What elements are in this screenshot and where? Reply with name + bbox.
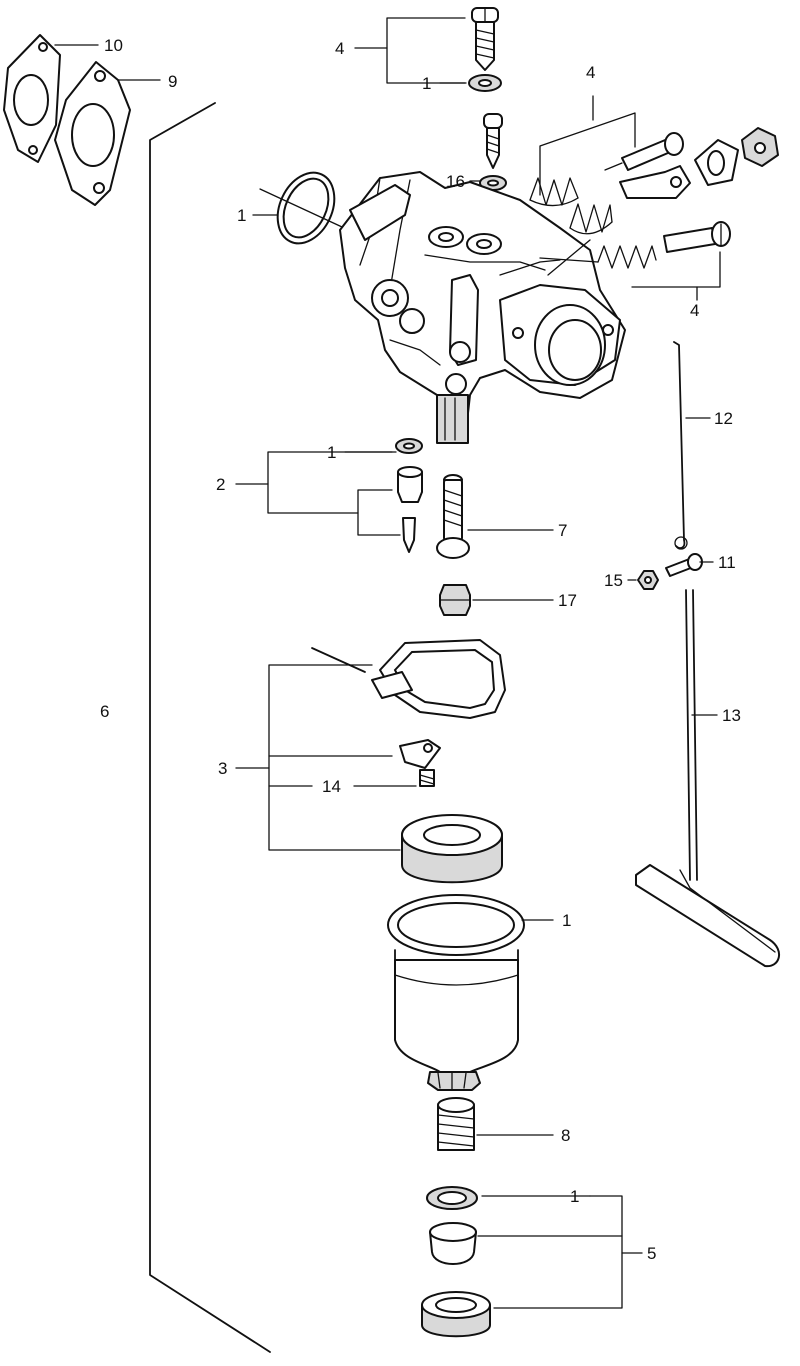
o-ring-top	[276, 171, 336, 245]
callout-14: 14	[322, 777, 341, 796]
drain-nut	[421, 1291, 491, 1338]
washer-bottom	[426, 1186, 478, 1210]
float-clip	[399, 739, 441, 769]
callout-12: 12	[714, 409, 733, 428]
gasket-10	[3, 34, 61, 163]
float-hinge-wire	[311, 647, 366, 673]
mixture-screw	[663, 221, 731, 253]
callout-17: 17	[558, 591, 577, 610]
callout-16: 16	[446, 172, 465, 191]
callout-11: 11	[718, 553, 736, 572]
callout-6: 6	[100, 702, 109, 721]
callout-8: 8	[561, 1126, 570, 1145]
cam-plate	[694, 139, 739, 186]
callout-labels: 10 9 1 4 1 4 16 4 1 2 7 17 12 11 15 6 3 …	[100, 36, 741, 1263]
spring-lower-right	[597, 245, 657, 269]
callout-2: 2	[216, 475, 225, 494]
screw-idle	[483, 113, 503, 169]
callout-4-top: 4	[335, 39, 344, 58]
callout-7: 7	[558, 521, 567, 540]
choke-rod-13	[635, 589, 780, 968]
callout-1-o-ring: 1	[237, 206, 246, 225]
callout-1-washer-top: 1	[422, 74, 431, 93]
gasket-9	[54, 61, 131, 206]
callout-10: 10	[104, 36, 123, 55]
callout-4-right-lower: 4	[690, 301, 699, 320]
callout-1-washer-mid: 1	[327, 443, 336, 462]
callout-9: 9	[168, 72, 177, 91]
callout-13: 13	[722, 706, 741, 725]
callout-1-bowl: 1	[562, 911, 571, 930]
nut-15	[637, 570, 659, 590]
callout-3: 3	[218, 759, 227, 778]
float-bowl	[387, 894, 525, 1091]
screw-14	[419, 769, 435, 787]
callout-15: 15	[604, 571, 623, 590]
throttle-lever	[619, 165, 691, 199]
callout-1-washer-bottom: 1	[570, 1187, 579, 1206]
needle-valve-seat	[397, 466, 423, 503]
spring-middle	[569, 203, 613, 235]
throttle-rod-12	[673, 341, 688, 550]
screw-top	[471, 7, 499, 71]
washer-top	[468, 74, 502, 92]
float-ring	[401, 814, 503, 884]
sediment-cup	[429, 1222, 477, 1265]
hex-nut-top-right	[741, 127, 779, 167]
assembly-bracket-line	[149, 102, 271, 1353]
callout-4-right-upper: 4	[586, 63, 595, 82]
float-pin	[436, 474, 470, 559]
needle-valve	[402, 517, 416, 553]
adjust-screw-11	[665, 553, 703, 577]
throttle-stop-screw	[604, 132, 684, 171]
float-frame	[371, 639, 506, 719]
washer-mid	[395, 438, 423, 454]
carburetor-body	[339, 171, 626, 444]
callout-5: 5	[647, 1244, 656, 1263]
drain-bolt	[437, 1097, 475, 1151]
main-jet	[439, 584, 471, 616]
spring-upper-right	[529, 177, 579, 207]
